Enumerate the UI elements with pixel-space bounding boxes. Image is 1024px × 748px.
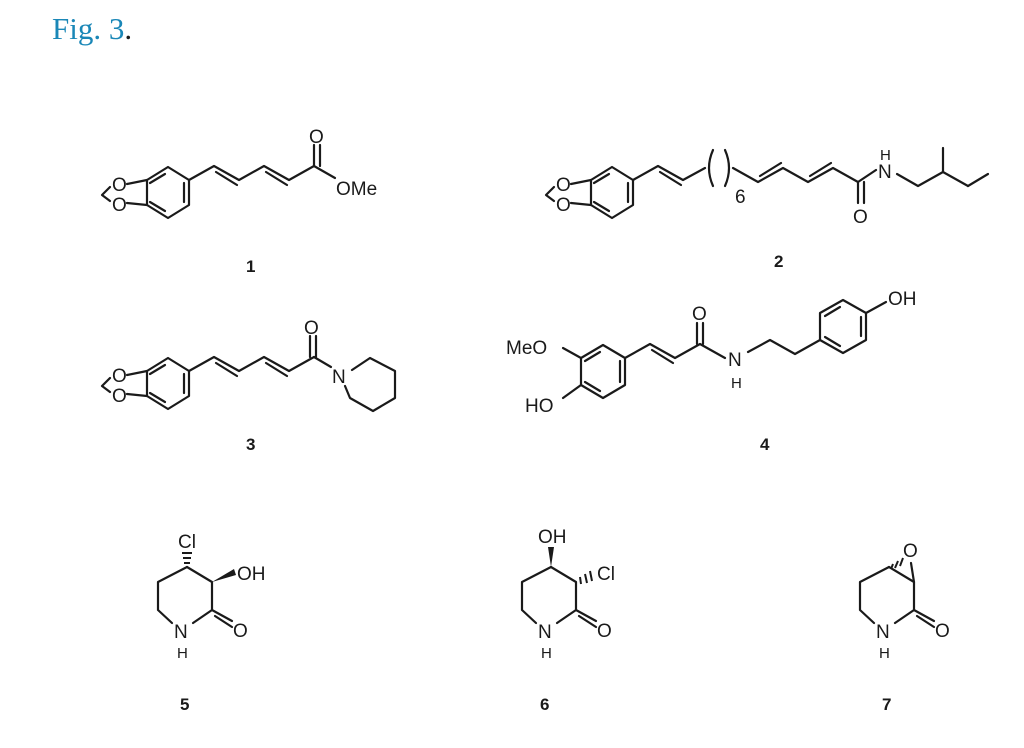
compound-7-structure: O N H O [858, 541, 950, 662]
compound-3-structure: O O O N [100, 318, 397, 413]
methoxy-label: OMe [336, 179, 377, 200]
carbonyl-oxygen-label: O [935, 621, 950, 642]
hydroxyl-label: OH [888, 289, 917, 310]
compound-label-7: 7 [882, 695, 891, 714]
repeat-count-label: 6 [735, 187, 746, 208]
compound-5-structure: O N H Cl OH [156, 532, 266, 662]
carbonyl-oxygen-label: O [309, 127, 324, 148]
compound-label-1: 1 [246, 257, 255, 276]
carbonyl-oxygen-label: O [597, 621, 612, 642]
oxygen-label: O [112, 195, 127, 216]
carbonyl-oxygen-label: O [233, 621, 248, 642]
chlorine-label: Cl [597, 564, 615, 585]
compound-label-2: 2 [774, 252, 783, 271]
chlorine-label: Cl [178, 532, 196, 553]
amide-hydrogen-label: H [879, 645, 890, 662]
compound-label-5: 5 [180, 695, 189, 714]
oxygen-label: O [112, 175, 127, 196]
amide-hydrogen-label: H [880, 147, 891, 164]
piperidine-nitrogen-label: N [332, 367, 346, 388]
amide-nitrogen-label: N [878, 162, 892, 183]
amide-nitrogen-label: N [538, 622, 552, 643]
wedge-bond [212, 569, 236, 582]
amide-nitrogen-label: N [174, 622, 188, 643]
amide-hydrogen-label: H [177, 645, 188, 662]
amide-nitrogen-label: N [876, 622, 890, 643]
compound-6-structure: O N H OH Cl [520, 527, 615, 662]
methoxy-label: MeO [506, 338, 547, 359]
oxygen-label: O [112, 386, 127, 407]
carbonyl-oxygen-label: O [692, 304, 707, 325]
wedge-bond [548, 547, 554, 567]
compound-label-4: 4 [760, 435, 770, 454]
hashed-bond [890, 557, 904, 570]
compound-label-3: 3 [246, 435, 255, 454]
oxygen-label: O [556, 195, 571, 216]
hashed-bond [182, 552, 192, 564]
hydroxyl-label: OH [237, 564, 266, 585]
hydroxyl-label: HO [525, 396, 554, 417]
carbonyl-oxygen-label: O [304, 318, 319, 339]
compound-2-structure: O O 6 O N H [544, 146, 990, 228]
hashed-bond [579, 570, 593, 585]
oxygen-label: O [112, 366, 127, 387]
carbonyl-oxygen-label: O [853, 207, 868, 228]
amide-hydrogen-label: H [541, 645, 552, 662]
compound-4-structure: MeO HO O N H OH [506, 289, 917, 417]
oxygen-label: O [556, 175, 571, 196]
amide-nitrogen-label: N [728, 350, 742, 371]
compound-label-6: 6 [540, 695, 549, 714]
compound-1-structure: O O O OMe [100, 127, 377, 220]
hydroxyl-label: OH [538, 527, 567, 548]
figure-title: Fig. 3. [52, 11, 132, 46]
amide-hydrogen-label: H [731, 375, 742, 392]
epoxide-oxygen-label: O [903, 541, 918, 562]
